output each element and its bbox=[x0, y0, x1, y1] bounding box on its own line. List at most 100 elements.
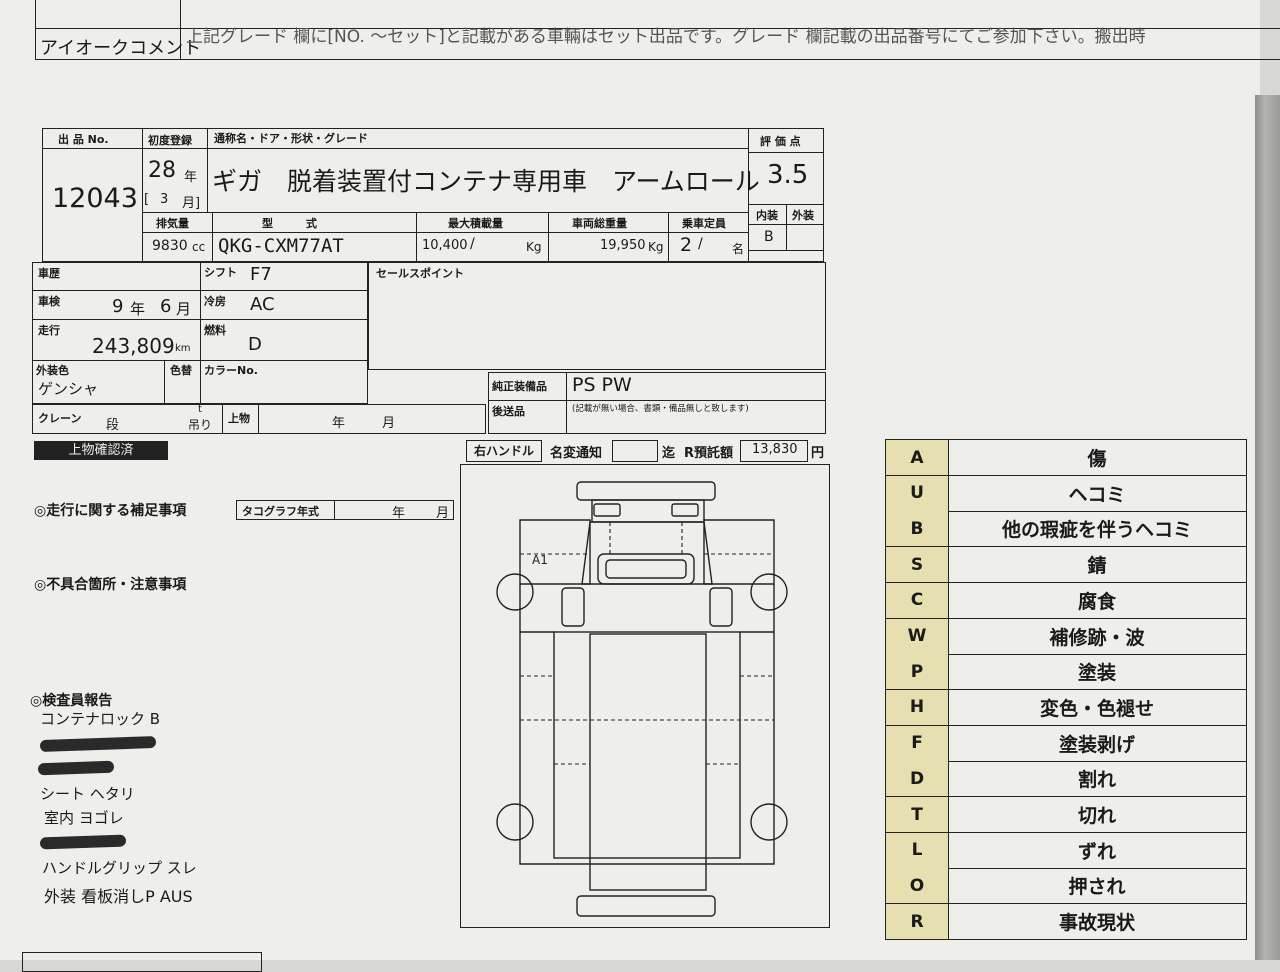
body-confirmed-badge: 上物確認済 bbox=[34, 441, 168, 460]
capacity-label: 乗車定員 bbox=[682, 217, 726, 230]
grid-line bbox=[142, 212, 748, 213]
legend-description: 切れ bbox=[1077, 805, 1116, 827]
inspection-month-value: 6 bbox=[160, 296, 172, 317]
lot-no-label: 出 品 No. bbox=[58, 133, 109, 146]
ext-color-value: ゲンシャ bbox=[38, 380, 99, 398]
grid-line bbox=[258, 404, 259, 434]
mileage-unit: km bbox=[175, 343, 191, 354]
sales-point-label: セールスポイント bbox=[376, 267, 464, 280]
capacity-value: 2 bbox=[680, 234, 693, 256]
grid-line bbox=[32, 290, 368, 291]
lot-no-value: 12043 bbox=[52, 183, 138, 214]
inspection-year-value: 9 bbox=[112, 296, 124, 317]
bottom-strip bbox=[22, 952, 262, 972]
name-change-field bbox=[612, 440, 658, 462]
legend-description: ヘコミ bbox=[1068, 483, 1126, 506]
body-year-unit: 年 bbox=[332, 416, 346, 431]
crane-label: クレーン bbox=[38, 412, 82, 425]
legend-code: F bbox=[886, 725, 949, 761]
grid-line bbox=[548, 212, 549, 262]
body-label: 上物 bbox=[228, 412, 250, 425]
first-reg-label: 初度登録 bbox=[148, 134, 192, 147]
comment-label: アイオークコメント bbox=[40, 38, 202, 59]
inspection-label: 車検 bbox=[38, 295, 60, 308]
model-name-label: 通称名・ドア・形状・グレード bbox=[214, 132, 368, 145]
shift-value: F7 bbox=[250, 264, 272, 285]
score-label: 評 価 点 bbox=[760, 135, 801, 148]
max-load-unit: Kg bbox=[526, 240, 542, 254]
recycle-unit: 円 bbox=[811, 446, 825, 461]
grid-line bbox=[334, 500, 335, 520]
tachograph-year-unit: 年 bbox=[392, 506, 406, 521]
score-value: 3.5 bbox=[767, 160, 809, 190]
legend-description: 塗装 bbox=[1077, 662, 1116, 685]
equipment-value: PS PW bbox=[572, 374, 632, 396]
legend-description: 変色・色褪せ bbox=[1039, 697, 1154, 720]
legend-code: P bbox=[886, 654, 949, 690]
inspector-line: 室内 ヨゴレ bbox=[44, 809, 124, 827]
recycle-field bbox=[740, 440, 808, 462]
capacity-unit: 名 bbox=[732, 242, 745, 256]
legend-row: W 補修跡・波 bbox=[885, 618, 1247, 655]
recycle-value: 13,830 bbox=[752, 442, 798, 457]
inspector-line: 外装 看板消しP AUS bbox=[44, 887, 193, 906]
genuine-equipment-label: 純正装備品 bbox=[492, 380, 547, 393]
max-load-slash: / bbox=[470, 236, 475, 252]
crane-tonnage-unit: t bbox=[198, 404, 202, 415]
driving-notes-title: ◎走行に関する補足事項 bbox=[34, 503, 187, 519]
legend-code: H bbox=[886, 689, 949, 725]
gross-weight-unit: Kg bbox=[648, 240, 664, 254]
grid-line bbox=[212, 212, 213, 262]
crane-hoist: 吊り bbox=[188, 418, 213, 432]
legend-code: W bbox=[886, 618, 949, 654]
comment-col-divider bbox=[180, 0, 181, 60]
legend-code: L bbox=[886, 832, 949, 868]
grid-line bbox=[32, 360, 368, 361]
grid-line bbox=[207, 128, 208, 212]
tachograph-label: タコグラフ年式 bbox=[242, 505, 319, 518]
grid-line bbox=[748, 152, 824, 153]
grid-line bbox=[200, 262, 201, 404]
steering-box: 右ハンドル bbox=[466, 440, 542, 462]
legend-description: 傷 bbox=[1087, 448, 1107, 470]
legend-row: D 割れ bbox=[885, 761, 1247, 798]
grid-line bbox=[566, 372, 567, 434]
sales-point-box bbox=[368, 262, 826, 370]
done-label: 迄 bbox=[662, 446, 676, 461]
legend-code: T bbox=[886, 797, 949, 832]
vehicle-diagram-frame bbox=[460, 464, 830, 928]
exterior-label: 外装 bbox=[792, 209, 814, 222]
legend-row: H 変色・色褪せ bbox=[885, 689, 1247, 726]
legend-code: B bbox=[886, 511, 949, 547]
reg-month-value: 3 bbox=[160, 192, 169, 207]
grid-line bbox=[142, 232, 748, 233]
grid-line bbox=[32, 319, 368, 320]
legend-code: O bbox=[886, 868, 949, 904]
equipment-box bbox=[488, 372, 826, 434]
legend-description: 補修跡・波 bbox=[1049, 626, 1145, 649]
legend-row: T 切れ bbox=[885, 797, 1247, 833]
inspector-line: コンテナロック B bbox=[40, 710, 161, 728]
legend-code: S bbox=[886, 547, 949, 583]
tachograph-box bbox=[236, 500, 454, 520]
inspector-line: シート ヘタリ bbox=[40, 785, 135, 803]
comment-band bbox=[35, 0, 1280, 60]
mileage-value: 243,809 bbox=[92, 334, 175, 358]
type-value: QKG-CXM77AT bbox=[218, 235, 344, 257]
tachograph-month-unit: 月 bbox=[436, 506, 450, 521]
color-change-label: 色替 bbox=[170, 364, 192, 377]
grid-line bbox=[488, 400, 826, 401]
legend-code: D bbox=[886, 761, 949, 797]
legend-code: C bbox=[886, 582, 949, 618]
inspector-title: ◎検査員報告 bbox=[30, 693, 113, 709]
history-label: 車歴 bbox=[38, 267, 60, 280]
ext-color-label: 外装色 bbox=[36, 364, 69, 377]
legend-description: 割れ bbox=[1077, 769, 1116, 792]
max-load-label: 最大積載量 bbox=[448, 217, 503, 230]
